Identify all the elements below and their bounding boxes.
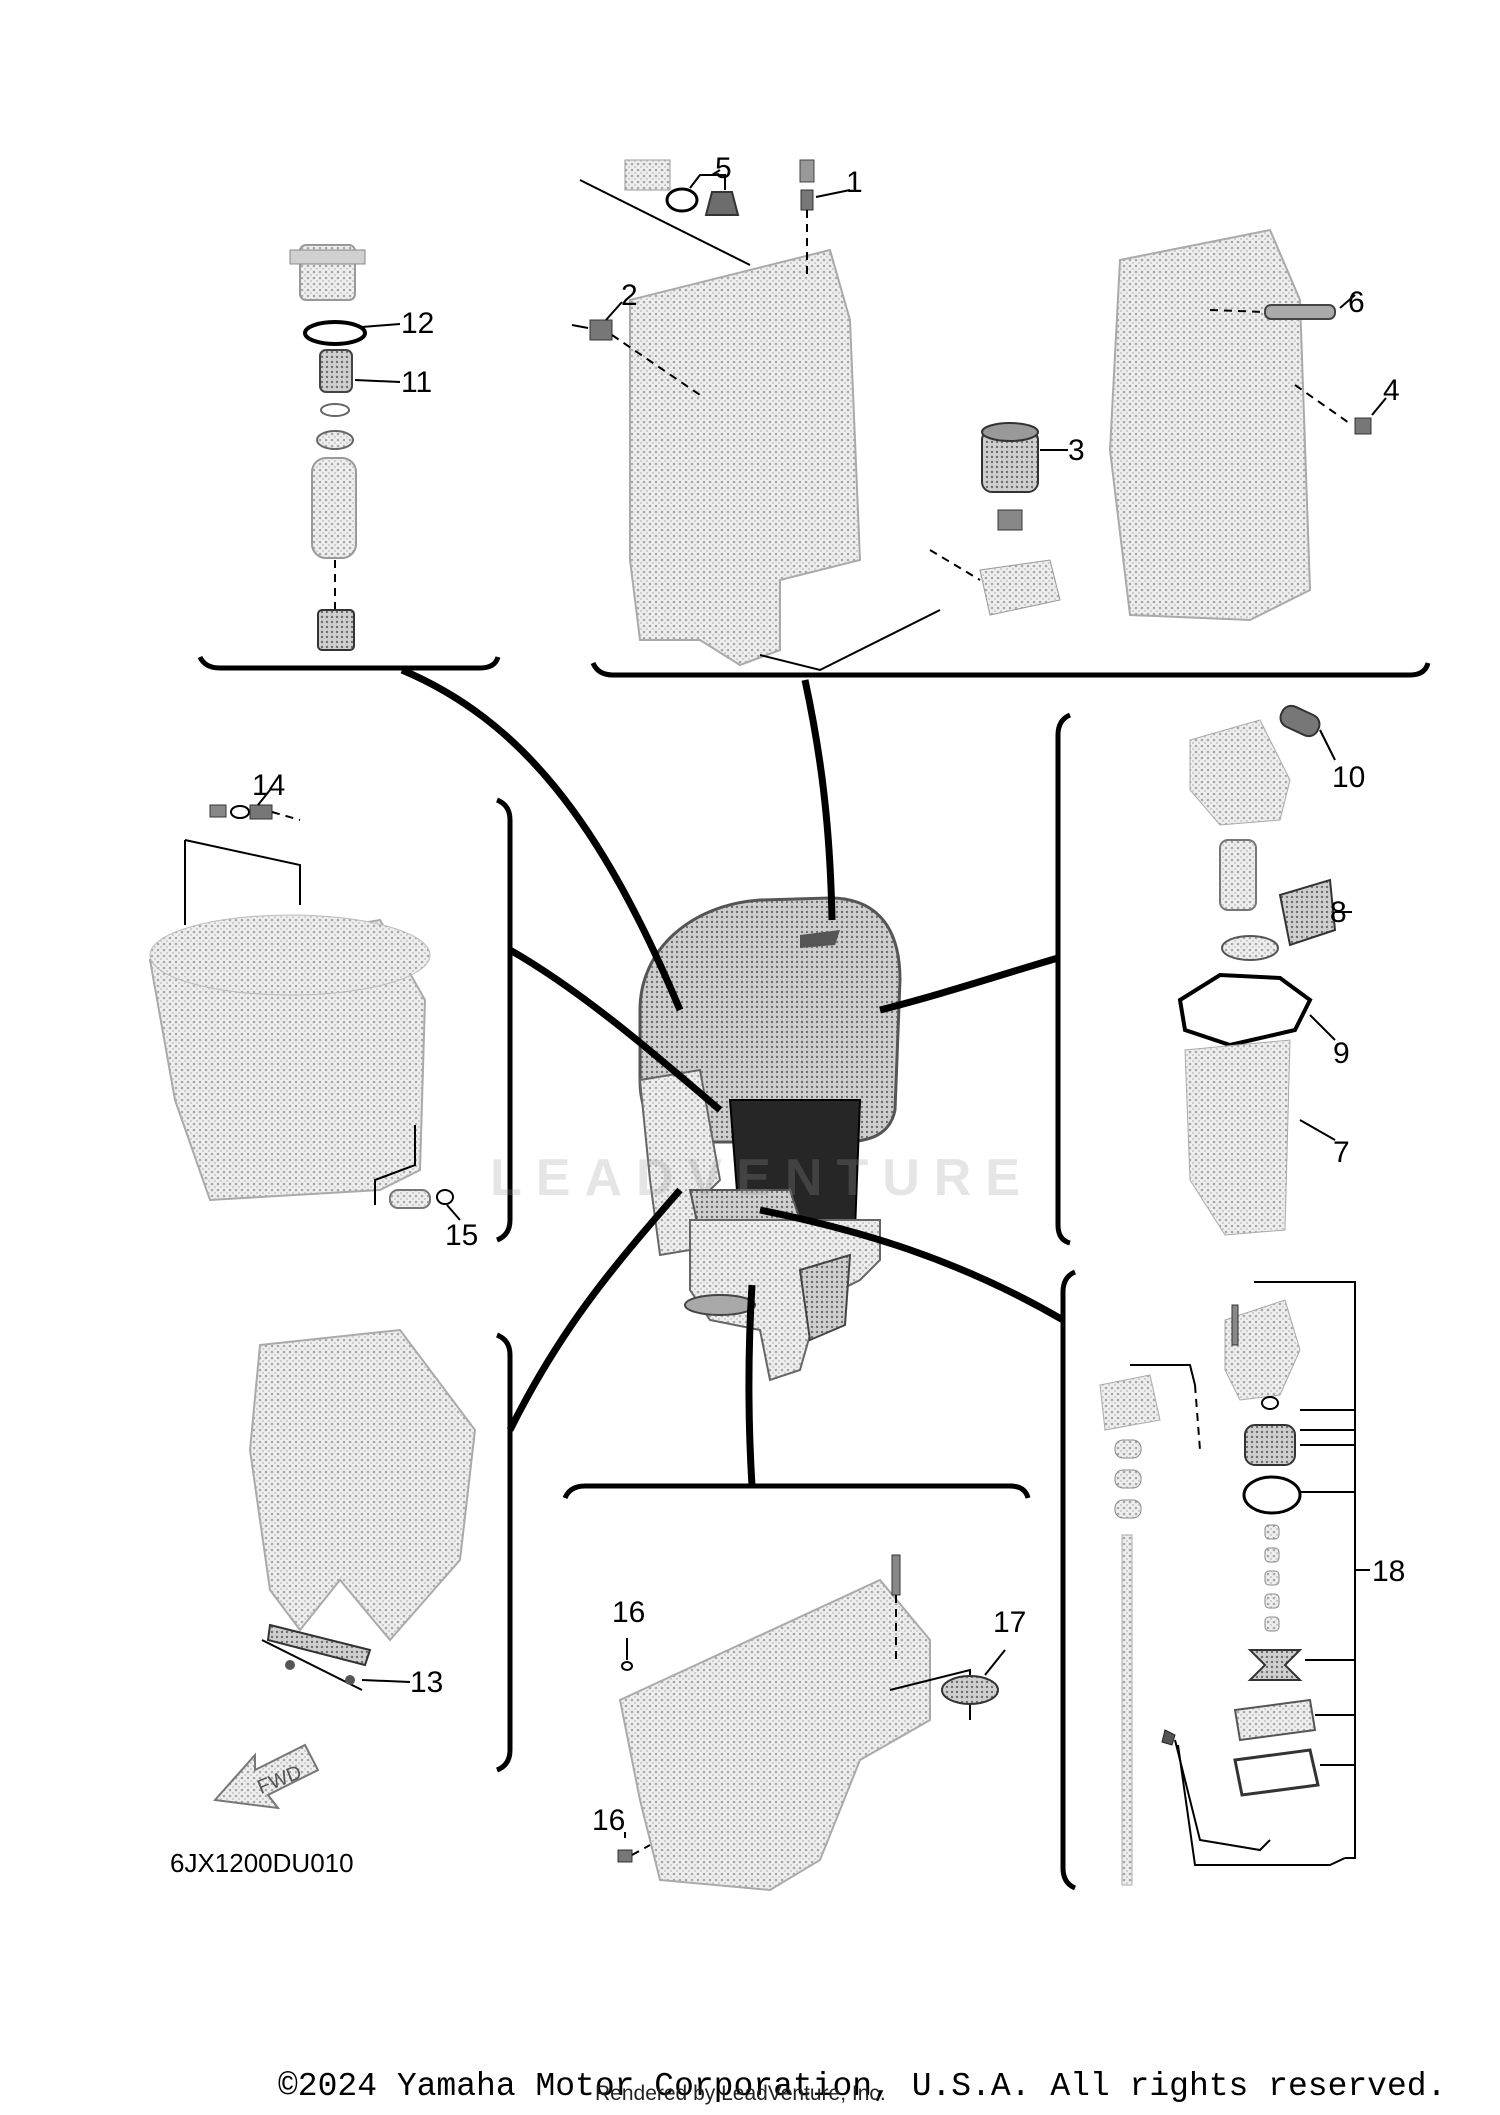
diagram-code: 6JX1200DU010 — [170, 1848, 354, 1878]
callout-4: 4 — [1383, 374, 1400, 407]
callout-6: 6 — [1348, 286, 1365, 319]
top-center-panel-bracket — [590, 661, 1431, 678]
crankcase-group — [1108, 228, 1387, 622]
callout-16-bottom: 16 — [592, 1804, 625, 1837]
top-left-panel-bracket — [197, 655, 501, 671]
fuel-filter-group — [289, 244, 401, 651]
propeller — [798, 1253, 852, 1342]
connector-lines — [400, 666, 1065, 1487]
copyright-notice: ©2024 Yamaha Motor Corporation, U.S.A. A… — [278, 2068, 1447, 2105]
callout-17: 17 — [993, 1606, 1026, 1639]
callout-2: 2 — [621, 279, 638, 312]
callout-8: 8 — [1330, 896, 1347, 929]
callout-12: 12 — [401, 307, 434, 340]
bottom-center-panel-bracket — [562, 1483, 1031, 1500]
callout-16-top: 16 — [612, 1596, 645, 1629]
left-upper-panel-bracket — [495, 797, 513, 1243]
callout-5: 5 — [715, 152, 732, 185]
outboard-motor — [638, 896, 902, 1382]
callout-14: 14 — [252, 769, 285, 802]
anode-group — [248, 1328, 477, 1691]
water-pump-group — [1099, 1281, 1370, 1886]
right-upper-panel-bracket — [1055, 712, 1072, 1246]
callout-1: 1 — [846, 166, 863, 199]
watermark: LEADVENTURE — [490, 1149, 1035, 1207]
callout-18: 18 — [1372, 1555, 1405, 1588]
cylinder-block-group — [571, 159, 1068, 672]
oil-pan-group — [617, 1554, 1006, 1892]
callout-9: 9 — [1333, 1037, 1350, 1070]
callout-11: 11 — [401, 366, 432, 399]
forward-arrow-icon — [212, 1743, 320, 1810]
fuel-pump-group — [1177, 704, 1352, 1236]
callout-10: 10 — [1332, 761, 1365, 794]
vapor-separator-group — [148, 789, 461, 1221]
callout-3: 3 — [1068, 434, 1085, 467]
callout-13: 13 — [410, 1666, 443, 1699]
callout-15: 15 — [445, 1219, 478, 1252]
rendered-by-notice: Rendered by LeadVenture, Inc. — [595, 2082, 886, 2105]
left-lower-panel-bracket — [495, 1332, 513, 1773]
right-lower-panel-bracket — [1060, 1269, 1077, 1891]
callout-7: 7 — [1333, 1136, 1350, 1169]
